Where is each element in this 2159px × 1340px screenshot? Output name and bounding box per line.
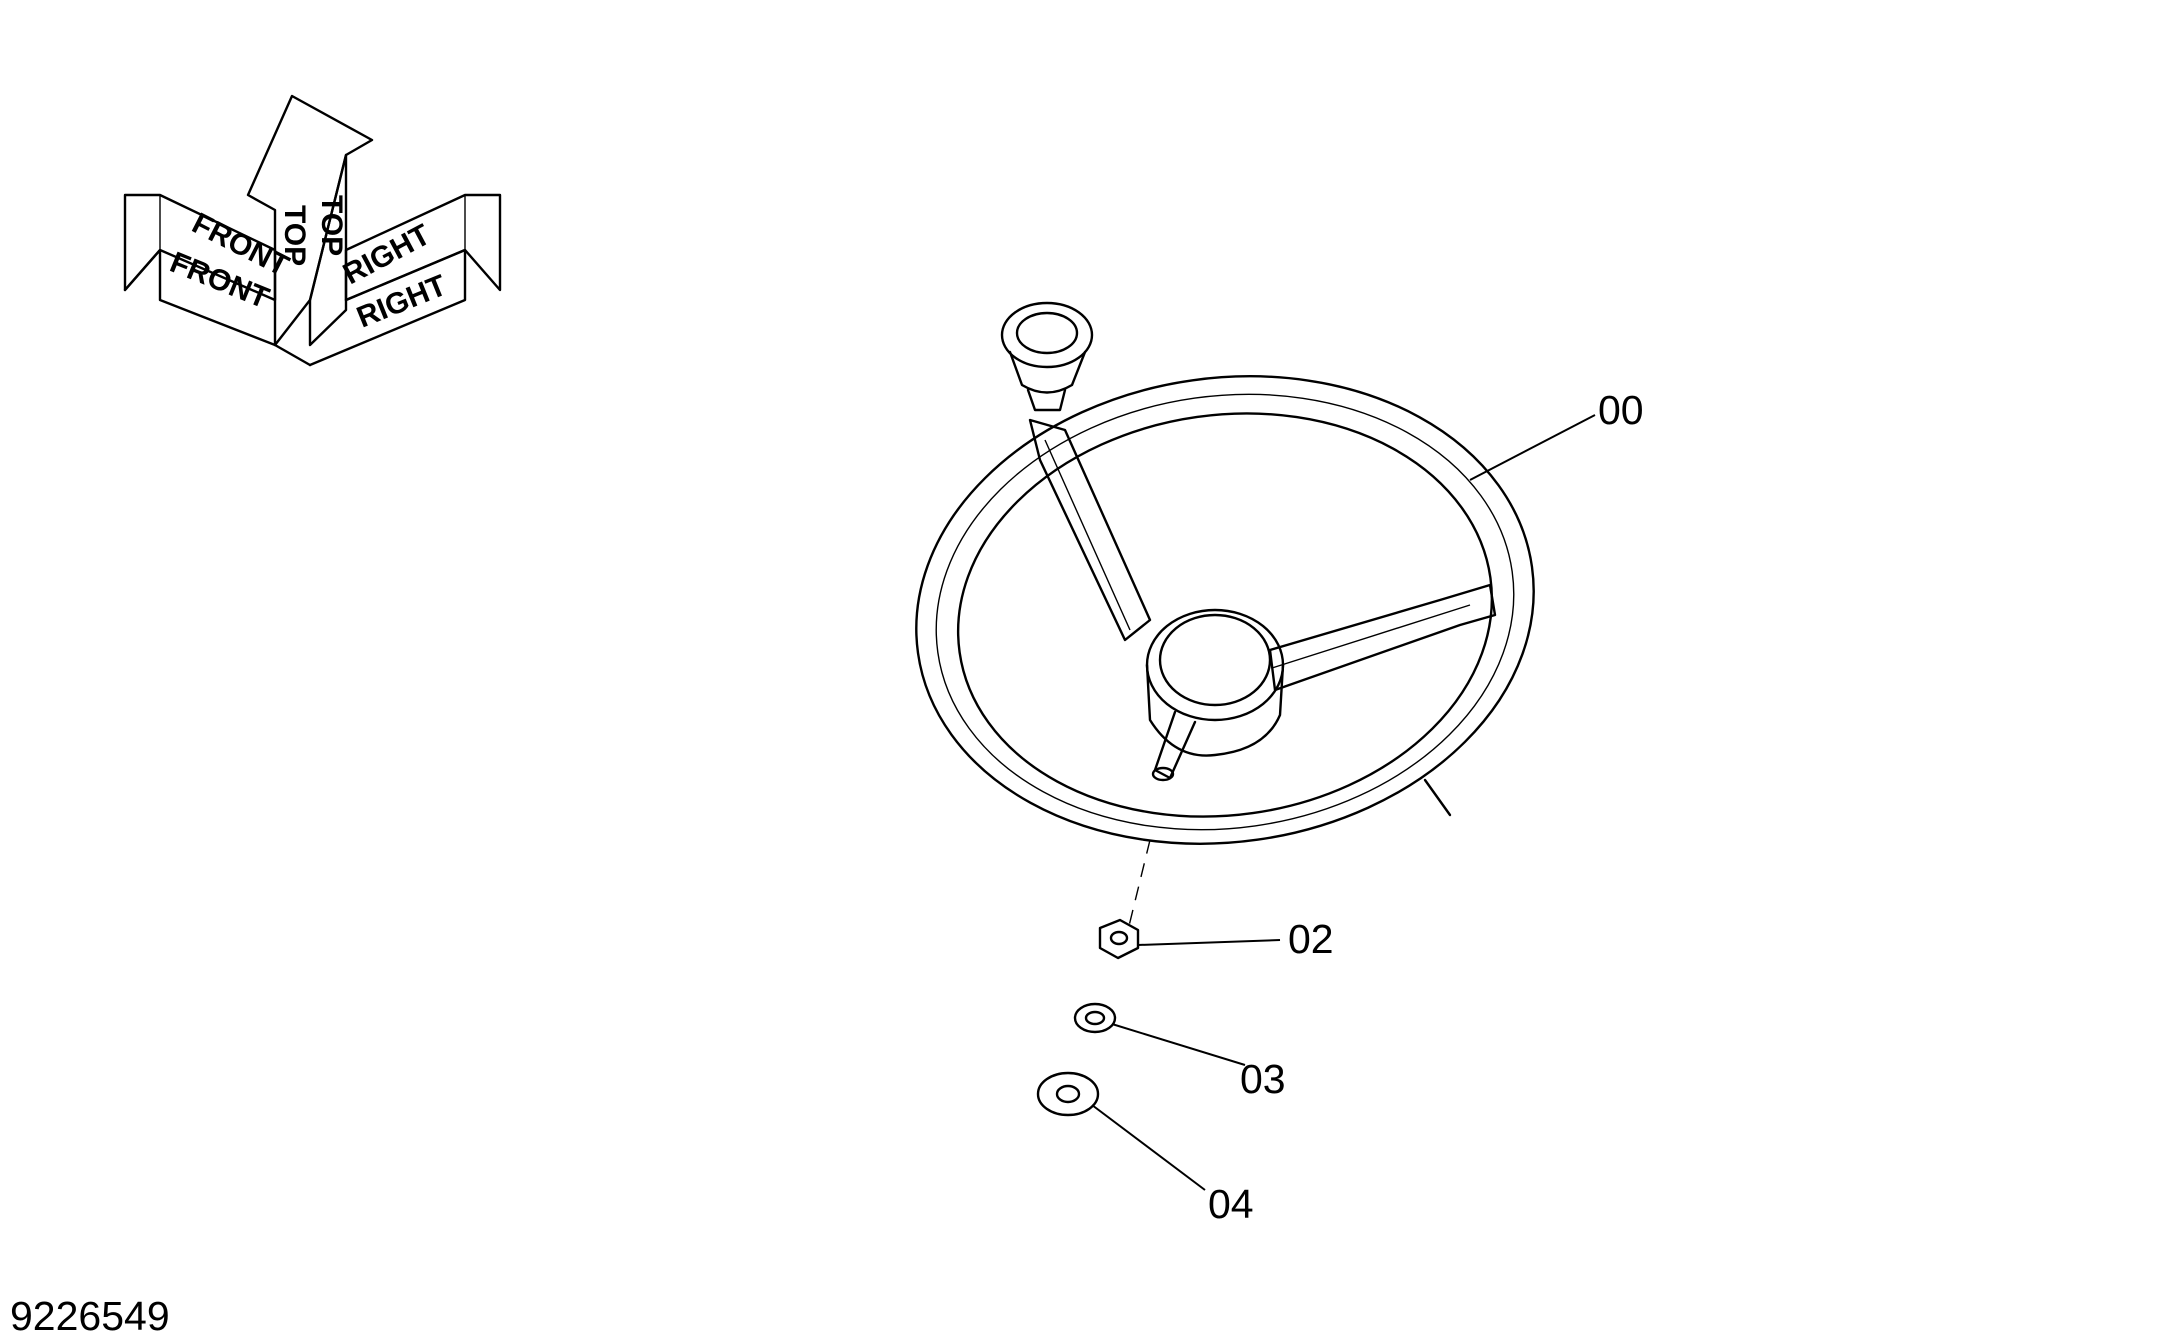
orientation-indicator: FRONT FRONT TOP TOP RIGHT RIGHT	[123, 94, 502, 367]
steering-wheel	[915, 301, 1535, 845]
washer	[1036, 1071, 1100, 1117]
nut	[1098, 918, 1140, 960]
leader-lines	[1091, 414, 1596, 1191]
part-label-02[interactable]: 02	[1288, 916, 1334, 962]
drawing-number: 9226549	[10, 1293, 170, 1339]
top-label: TOP	[315, 195, 348, 256]
lock-washer	[1073, 1002, 1117, 1034]
leader-line-04	[1091, 1104, 1206, 1191]
leader-line-02	[1137, 939, 1281, 946]
part-label-04[interactable]: 04	[1208, 1181, 1254, 1227]
part-label-03[interactable]: 03	[1240, 1056, 1286, 1102]
part-label-00[interactable]: 00	[1598, 387, 1644, 433]
front-arrow-lower-icon	[123, 248, 312, 367]
leader-line-00	[1469, 414, 1596, 481]
right-arrow-lower-icon	[308, 248, 467, 367]
leader-line-03	[1111, 1023, 1246, 1066]
top-label-shadow: TOP	[278, 205, 311, 266]
